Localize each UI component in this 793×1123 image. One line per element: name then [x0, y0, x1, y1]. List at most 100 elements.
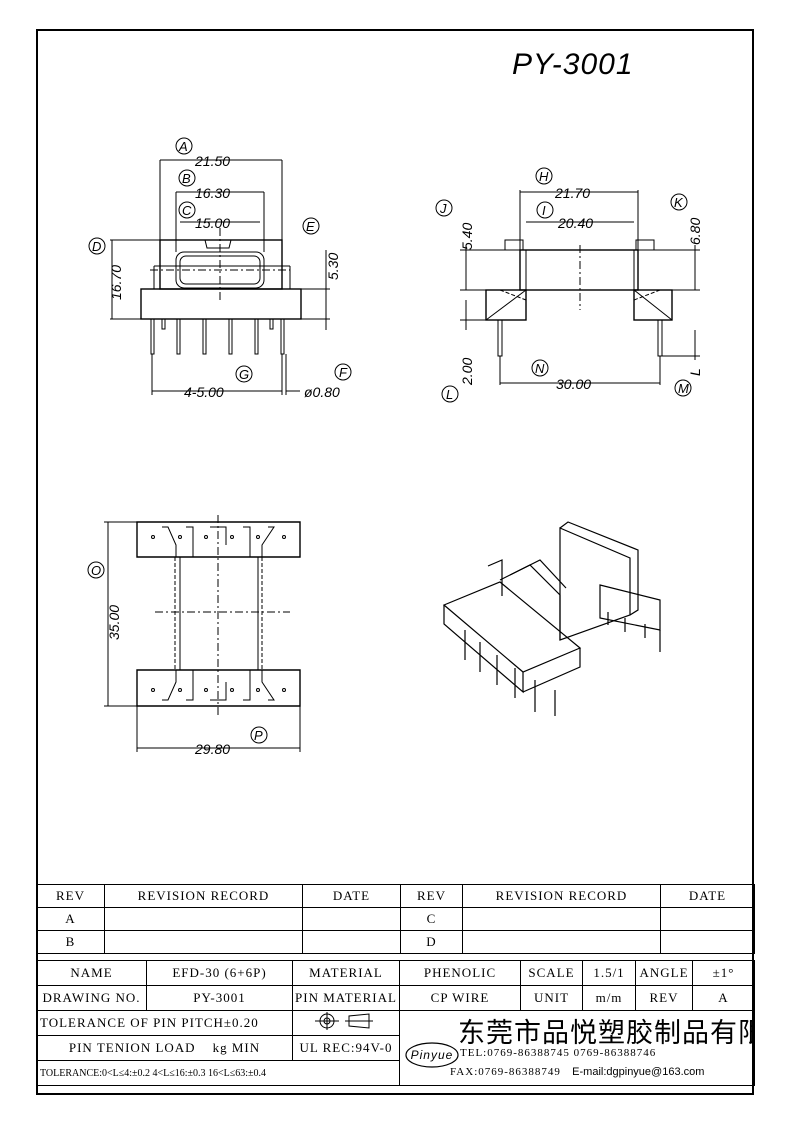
dim-a-value: 21.50	[194, 153, 230, 169]
name-value: EFD-30 (6+6P)	[146, 960, 293, 986]
dim-m-letter: L	[687, 368, 703, 376]
material-value: PHENOLIC	[399, 960, 521, 986]
dim-i-value: 20.40	[557, 215, 593, 231]
dim-l-value: 2.00	[459, 358, 475, 386]
label-l: L	[446, 387, 453, 402]
drawing-frame	[36, 29, 754, 1095]
material-label: MATERIAL	[292, 960, 400, 986]
header-date: DATE	[302, 884, 401, 908]
label-j-circle	[435, 199, 453, 217]
company-fax: FAX:0769-86388749	[450, 1066, 561, 1078]
table-cell: C	[400, 907, 463, 931]
label-a-circle	[175, 137, 193, 155]
angle-value: ±1°	[692, 960, 755, 986]
dim-e-value: 5.30	[325, 253, 341, 280]
ul-rec: UL REC:94V-0	[292, 1035, 400, 1061]
drawing-no-value: PY-3001	[146, 985, 293, 1011]
revision-header-row: REV REVISION RECORD DATE REV REVISION RE…	[36, 884, 755, 908]
rev-value: A	[692, 985, 755, 1011]
label-p: P	[254, 728, 263, 743]
pin-tension-load: PIN TENION LOAD kg MIN	[36, 1035, 293, 1061]
header-revision-record: REVISION RECORD	[104, 884, 303, 908]
header-rev-2: REV	[400, 884, 463, 908]
drawing-title: PY-3001	[512, 48, 634, 81]
label-a: A	[178, 139, 188, 154]
table-cell: B	[36, 930, 105, 954]
table-cell	[302, 907, 401, 931]
unit-value: m/m	[582, 985, 636, 1011]
label-f: F	[339, 365, 348, 380]
label-n: N	[535, 361, 545, 376]
header-rev: REV	[36, 884, 105, 908]
header-revision-record-2: REVISION RECORD	[462, 884, 661, 908]
unit-label: UNIT	[520, 985, 583, 1011]
dim-h-value: 21.70	[554, 185, 590, 201]
table-row: NAME EFD-30 (6+6P) MATERIAL PHENOLIC SCA…	[36, 960, 755, 986]
label-b-circle	[178, 169, 196, 187]
scale-value: 1.5/1	[582, 960, 636, 986]
label-i-circle	[536, 201, 554, 219]
label-b: B	[182, 171, 191, 186]
name-label: NAME	[36, 960, 147, 986]
side-view	[460, 190, 700, 385]
label-c-circle	[178, 201, 196, 219]
dim-b-value: 16.30	[195, 185, 230, 201]
table-cell	[660, 907, 755, 931]
table-cell: A	[36, 907, 105, 931]
label-j: J	[439, 201, 447, 216]
table-cell: D	[400, 930, 463, 954]
dim-d-value: 16.70	[108, 265, 124, 300]
label-k: K	[674, 195, 684, 210]
label-g: G	[239, 367, 249, 382]
rev-label: REV	[635, 985, 693, 1011]
table-cell	[104, 930, 303, 954]
label-g-circle	[235, 365, 253, 383]
title-block-table: NAME EFD-30 (6+6P) MATERIAL PHENOLIC SCA…	[36, 960, 755, 1086]
table-cell	[462, 907, 661, 931]
header-date-2: DATE	[660, 884, 755, 908]
table-row: TOLERANCE OF PIN PITCH±0.20 Pinyue 东莞市品悦…	[36, 1010, 755, 1086]
label-h-circle	[535, 167, 553, 185]
tolerance-pin-pitch: TOLERANCE OF PIN PITCH±0.20	[36, 1010, 293, 1036]
table-row: TOLERANCE:0<L≤4:±0.2 4<L≤16:±0.3 16<L≤63…	[36, 1060, 755, 1086]
dim-j-value: 5.40	[459, 223, 475, 250]
pinyue-logo-icon: Pinyue	[405, 1042, 459, 1068]
top-view	[104, 515, 301, 752]
label-c: C	[182, 203, 192, 218]
angle-label: ANGLE	[635, 960, 693, 986]
company-block: Pinyue 东莞市品悦塑胶制品有限公司 TEL:0769-86388745 0…	[399, 1010, 755, 1086]
label-o-circle	[87, 561, 105, 579]
label-p-circle	[250, 726, 268, 744]
label-f-circle	[334, 363, 352, 381]
table-cell	[104, 907, 303, 931]
company-email: E-mail:dgpinyue@163.com	[572, 1066, 705, 1078]
label-l-circle	[441, 385, 459, 403]
label-k-circle	[670, 193, 688, 211]
label-i: I	[542, 203, 546, 218]
dim-f-value: ø0.80	[304, 384, 340, 400]
technical-drawing: A 21.50 B 16.30 C 15.00 D 16.70 E 5.30 G…	[87, 137, 703, 757]
label-d-circle	[88, 237, 106, 255]
isometric-view	[442, 521, 661, 716]
table-row: DRAWING NO. PY-3001 PIN MATERIAL CP WIRE…	[36, 985, 755, 1011]
company-name: 东莞市品悦塑胶制品有限公司	[458, 1018, 754, 1049]
tolerance-general: TOLERANCE:0<L≤4:±0.2 4<L≤16:±0.3 16<L≤63…	[36, 1060, 400, 1086]
company-tel: TEL:0769-86388745 0769-86388746	[460, 1047, 657, 1059]
front-view	[110, 159, 330, 395]
revision-table: REV REVISION RECORD DATE REV REVISION RE…	[36, 884, 755, 954]
label-o: O	[91, 563, 101, 578]
scale-label: SCALE	[520, 960, 583, 986]
pin-material-label: PIN MATERIAL	[292, 985, 400, 1011]
logo-text: Pinyue	[411, 1048, 454, 1062]
label-h: H	[539, 169, 549, 184]
table-cell	[660, 930, 755, 954]
dim-n-value: 30.00	[556, 376, 591, 392]
pin-material-value: CP WIRE	[399, 985, 521, 1011]
projection-symbol-icon	[315, 1012, 373, 1030]
table-row: A C	[36, 907, 755, 931]
company-fax-line: FAX:0769-86388749 E-mail:dgpinyue@163.co…	[450, 1066, 704, 1078]
projection-symbol-cell	[292, 1010, 400, 1036]
drawing-no-label: DRAWING NO.	[36, 985, 147, 1011]
dim-g-value: 4-5.00	[184, 384, 224, 400]
dim-o-value: 35.00	[106, 605, 122, 640]
